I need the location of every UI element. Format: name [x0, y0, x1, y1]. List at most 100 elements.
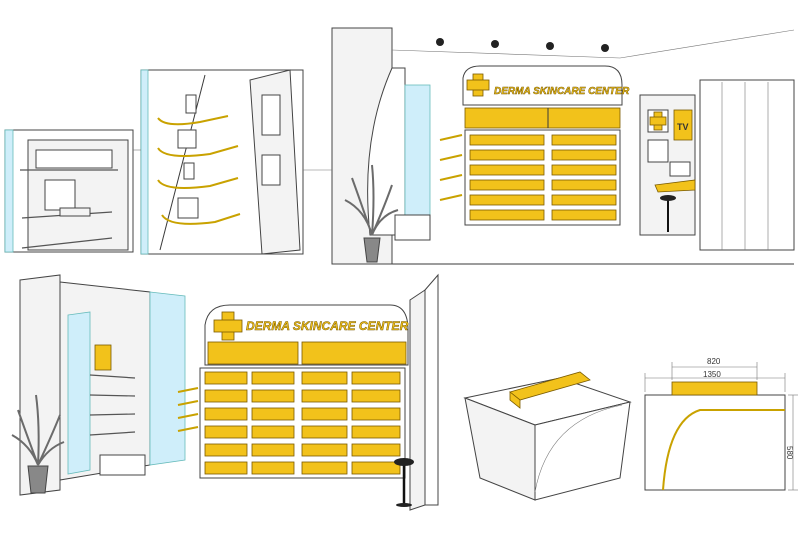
side-curved-shelves [439, 134, 463, 201]
shelf-row [204, 371, 248, 385]
shelf-row [351, 371, 401, 385]
ceiling-light [436, 38, 444, 46]
cabinet-panel [261, 154, 281, 186]
blue-wall-panel [404, 84, 431, 236]
tray [59, 207, 91, 217]
cross-logo-h [466, 79, 490, 91]
shelf-row [204, 425, 248, 439]
counter-perspective [463, 371, 632, 501]
shelf-row [251, 407, 295, 421]
low-counter [394, 214, 431, 241]
product-jar [183, 162, 195, 180]
shelf-row [301, 389, 348, 403]
right-column-edge [424, 273, 439, 506]
shelf-row [251, 425, 295, 439]
ceiling-line [391, 49, 621, 59]
curved-partition [367, 67, 406, 236]
bottom-shelf-rows [204, 371, 401, 475]
product-box [177, 197, 199, 219]
shelf-detail-panel [4, 129, 134, 253]
tv-panel [673, 109, 693, 141]
header-panel-right [301, 341, 407, 365]
shelf-row [469, 194, 545, 206]
monitor [669, 161, 691, 177]
shelf-row [301, 443, 348, 457]
shelf-row [551, 149, 617, 161]
top-frame [35, 149, 113, 169]
stool-seat [394, 458, 414, 466]
counter-side [534, 401, 631, 501]
bottom-perspective-view: DERMA SKINCARE CENTER [11, 272, 439, 512]
plant-bottom [11, 394, 65, 494]
curved-shelf [157, 177, 239, 189]
stool-seat [660, 195, 676, 201]
cross-logo-h [213, 319, 243, 333]
ceiling-light [491, 40, 499, 48]
shelf-row [204, 443, 248, 457]
header-panel-left [207, 341, 299, 365]
counter-curve [662, 409, 785, 491]
shelf-row [551, 134, 617, 146]
shelf-row [551, 179, 617, 191]
shelf-line [89, 413, 136, 416]
shelf-row [469, 149, 545, 161]
sign-header [462, 65, 623, 106]
shelf-row [204, 407, 248, 421]
shelf-row [301, 425, 348, 439]
shelf-row [301, 461, 348, 475]
shelf-row [204, 461, 248, 475]
curved-shelf-panel [140, 69, 304, 255]
blue-wall-panel [149, 291, 186, 466]
product-box [177, 129, 197, 149]
bottom-sign-text: DERMA SKINCARE CENTER [246, 319, 409, 333]
display-box [44, 179, 76, 211]
shelf-row [351, 443, 401, 457]
right-cabinets [699, 79, 795, 251]
wall-accent [4, 129, 14, 253]
desk-top [654, 179, 696, 193]
shelf-line [89, 394, 136, 397]
shelf-row [301, 371, 348, 385]
counter-curve [534, 404, 623, 493]
shelf-unit [199, 367, 406, 479]
plant-top [344, 164, 399, 263]
blue-wall-panel [67, 311, 91, 475]
shelf-line [89, 431, 136, 436]
shelf-row [251, 461, 295, 475]
tv-label: TV [677, 122, 689, 132]
shelf-row [551, 164, 617, 176]
shelf-row [469, 179, 545, 191]
top-shelf-rows [469, 134, 617, 221]
top-perspective-view: DERMA SKINCARE CENTER TV [331, 27, 795, 265]
top-header-panel [464, 107, 621, 129]
shelf-row [351, 389, 401, 403]
top-sign-text: DERMA SKINCARE CENTER [494, 86, 630, 97]
dim-label-height: 580 [785, 446, 794, 460]
low-counter [99, 454, 146, 476]
wall-accent [140, 69, 149, 255]
curved-shelf [157, 145, 239, 157]
shelf-unit [464, 129, 621, 226]
shelf-row [351, 425, 401, 439]
dim-label-top: 820 [707, 357, 721, 366]
shelf-row [551, 194, 617, 206]
shelf-row [351, 461, 401, 475]
shelf-row [469, 164, 545, 176]
info-grid [647, 139, 669, 163]
shelf-row [551, 209, 617, 221]
product-jar [185, 94, 197, 114]
ceiling-line [619, 29, 795, 59]
shelf-row [251, 371, 295, 385]
counter-elevation: 820 1350 580 [644, 357, 798, 491]
side-curved-shelves [177, 387, 199, 432]
curved-shelf [161, 213, 241, 225]
shelf-row [251, 443, 295, 457]
shelf-row [301, 407, 348, 421]
shelf-row [204, 389, 248, 403]
counter-display [671, 381, 758, 396]
right-column [409, 289, 426, 511]
stool-base [396, 503, 412, 507]
dim-label-bottom: 1350 [703, 370, 721, 379]
shelf-line [89, 374, 136, 379]
